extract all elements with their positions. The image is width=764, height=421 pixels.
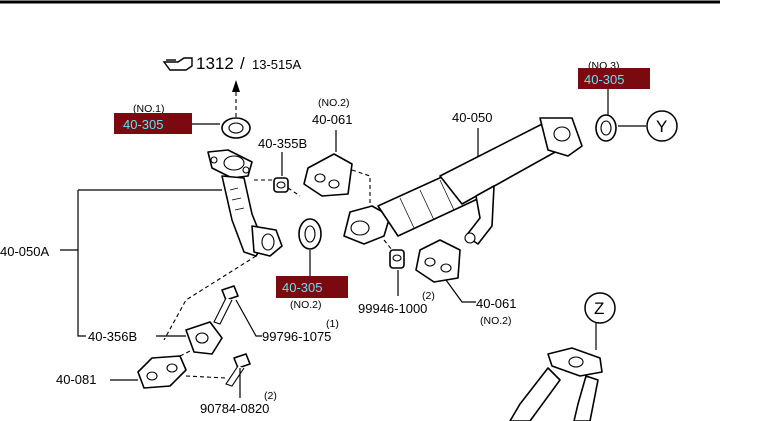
bolt-1-shape: [213, 285, 239, 325]
bolt-1-qty: (1): [326, 318, 339, 330]
ref-slash: /: [240, 54, 245, 73]
connector-z-icon[interactable]: Z: [584, 292, 616, 324]
bracket-part-number: 40-356B: [88, 329, 137, 344]
main-pipe-shape: [343, 117, 583, 245]
insulator-2b-leader: [445, 279, 476, 303]
gasket-1-ring: [221, 117, 251, 139]
rear-pipe-shape: [509, 347, 603, 421]
gasket-2-ring: [298, 218, 322, 250]
pipe-part-number: 40-050: [452, 110, 492, 125]
front-pipe-shape: [207, 149, 283, 257]
gasket-1-note: (NO.1): [133, 103, 165, 115]
bracket-shape: [185, 321, 223, 355]
front-pipe-part-number: 40-050A: [0, 244, 49, 259]
gasket-1-part-number: 40-305: [123, 117, 163, 132]
bolt-2-shape: [225, 353, 251, 387]
gasket-1-highlight[interactable]: [114, 113, 192, 134]
insulator-2a-note: (NO.2): [318, 97, 350, 109]
front-pipe-bracket-vertical: [77, 190, 86, 337]
connector-z-label: Z: [594, 299, 604, 318]
nut-2-dashed: [383, 239, 393, 251]
nut-top-dashed: [254, 179, 301, 197]
gasket-2-part-number: 40-305: [282, 280, 322, 295]
hanger-dashed: [179, 349, 227, 379]
connector-y-icon[interactable]: Y: [646, 110, 678, 142]
insulator-2b-shape: [415, 239, 461, 283]
insulator-2a-part-number: 40-061: [312, 112, 352, 127]
bolt-1-leader: [235, 299, 262, 337]
gasket-2-note: (NO.2): [290, 299, 322, 311]
reference-arrow-icon: [162, 57, 193, 71]
hanger-part-number: 40-081: [56, 372, 96, 387]
connector-y-label: Y: [656, 117, 667, 136]
insulator-2a-shape: [303, 153, 353, 197]
gasket-3-ring: [595, 114, 617, 142]
ref-arrowhead-icon: [232, 80, 240, 92]
nut-2-qty: (2): [422, 290, 435, 302]
bolt-1-part-number: 99796-1075: [262, 329, 331, 344]
bolt-2-part-number: 90784-0820: [200, 401, 269, 416]
nut-2-shape: [389, 249, 405, 269]
gasket-3-part-number: 40-305: [584, 72, 624, 87]
hanger-shape: [137, 355, 187, 389]
nut-top-shape: [273, 177, 289, 193]
insulator-2b-note: (NO.2): [480, 315, 512, 327]
gasket-3-highlight[interactable]: [578, 68, 650, 89]
ref-sub-number: 13-515A: [252, 57, 301, 72]
bracket-dashed: [163, 255, 257, 341]
gasket-2-highlight[interactable]: [276, 276, 348, 298]
insulator-2b-part-number: 40-061: [476, 296, 516, 311]
insulator-2a-dashed: [351, 169, 371, 206]
bolt-2-qty: (2): [264, 390, 277, 402]
nut-2-part-number: 99946-1000: [358, 301, 427, 316]
nut-top-part-number: 40-355B: [258, 136, 307, 151]
ref-main-number: 1312: [196, 54, 234, 73]
